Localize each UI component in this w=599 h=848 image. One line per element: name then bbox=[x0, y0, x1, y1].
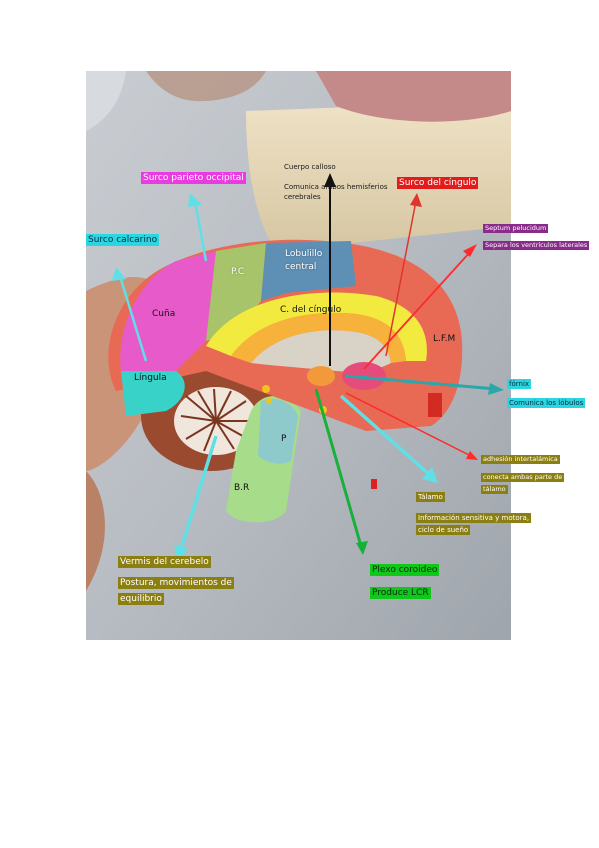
label-septum-pelucidum: Septum pelucidum bbox=[483, 224, 549, 234]
label-plexo-coroideo: Plexo coroideo bbox=[370, 564, 440, 577]
brain-illustration bbox=[86, 71, 511, 640]
label-surco-del-cingulo: Surco del cíngulo bbox=[397, 177, 479, 190]
label-pc: P.C bbox=[231, 267, 245, 277]
label-fornix: fórnix bbox=[507, 379, 532, 390]
brain-model-photo bbox=[86, 71, 511, 640]
label-comunica-lobulos: Comunica los lóbulos bbox=[507, 398, 586, 409]
label-lobulillo: Lobulillo bbox=[285, 249, 323, 259]
label-p: P bbox=[281, 434, 287, 444]
label-produce-lcr: Produce LCR bbox=[370, 587, 431, 600]
label-c-del-cingulo: C. del cíngulo bbox=[280, 305, 342, 315]
label-surco-parieto-occipital: Surco parieto occipital bbox=[141, 172, 246, 185]
label-lfm: L.F.M bbox=[433, 334, 456, 344]
label-separa-ventriculos: Separa los ventrículos laterales bbox=[483, 241, 590, 251]
label-ciclo-sueno: ciclo de sueño bbox=[416, 525, 471, 536]
label-adhesion-intertalamica: adhesión intertalámica bbox=[481, 455, 560, 465]
label-br: B.R bbox=[234, 483, 250, 493]
label-cuna: Cuña bbox=[152, 309, 176, 319]
label-central: central bbox=[285, 262, 317, 272]
label-cuerpo-calloso: Cuerpo calloso bbox=[284, 163, 336, 171]
label-comunica-hemisferios: Comunica ambos hemisferios bbox=[284, 183, 388, 191]
label-conecta-talamo: conecta ambas parte de bbox=[481, 473, 565, 483]
label-talamo-small: tálamo bbox=[481, 485, 508, 495]
label-vermis: Vermis del cerebelo bbox=[118, 556, 211, 569]
label-postura: Postura, movimientos de bbox=[118, 577, 234, 590]
label-cerebrales: cerebrales bbox=[284, 193, 321, 201]
label-lingula: Língula bbox=[134, 373, 167, 383]
label-talamo: Tálamo bbox=[416, 492, 445, 503]
label-equilibrio: equilibrio bbox=[118, 593, 164, 606]
label-surco-calcarino: Surco calcarino bbox=[86, 234, 160, 247]
label-info-sensitiva: Información sensitiva y motora, bbox=[416, 513, 532, 524]
